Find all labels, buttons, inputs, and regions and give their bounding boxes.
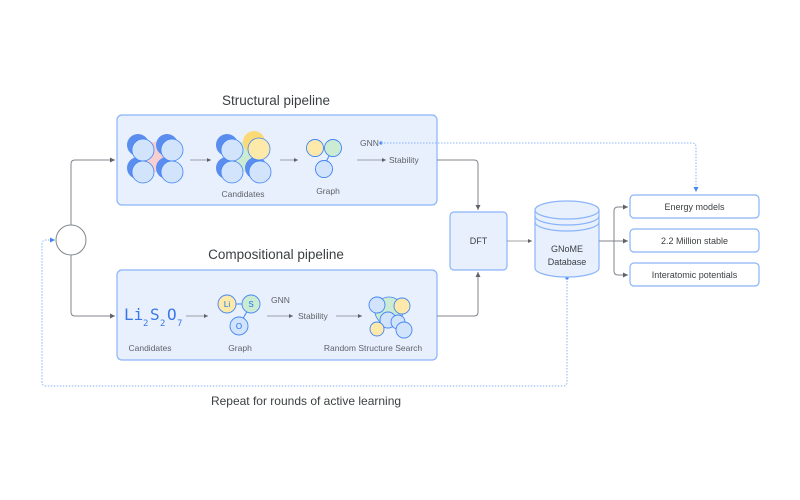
node-li-label: Li [224,300,230,309]
compositional-stability-label: Stability [298,311,329,321]
compositional-gnn-label: GNN [271,295,290,305]
output-interatomic-box [629,262,760,287]
structural-candidates-label: Candidates [221,189,264,199]
compositional-graph-label: Graph [228,343,252,353]
compositional-graph-icon [217,294,261,336]
compositional-candidates-label: Candidates [128,343,171,353]
structural-graph-label: Graph [316,186,340,196]
candidates-crystal-icon [216,131,272,184]
output-interatomic-label: Interatomic potentials [652,270,738,280]
structural-stability-label: Stability [389,155,420,165]
output-energy-models-box [629,194,760,219]
dft-label: DFT [470,236,488,246]
active-learning-loop-line [41,237,568,387]
node-o-label: O [236,322,242,331]
arrow-to-interatomic [613,241,628,278]
output-million-stable-box [629,228,760,253]
arrow-to-structural [70,157,115,225]
structural-gnn-label: GNN [360,138,379,148]
formula-o-subscript: 7 [177,319,182,329]
gnome-database-cylinder [534,200,600,278]
rss-label: Random Structure Search [324,343,423,353]
structural-pipeline-title: Structural pipeline [222,93,330,108]
compositional-pipeline-box [116,269,438,361]
arrow-to-compositional [70,255,115,319]
node-s-label: S [248,300,253,309]
structural-graph-icon [306,139,342,178]
arrow-to-energy-models [613,204,628,241]
formula-li: Li [124,305,143,324]
arrow-structural-to-dft [437,159,481,210]
active-learning-label: Repeat for rounds of active learning [211,394,401,408]
random-structure-icon [368,296,413,339]
output-energy-models-label: Energy models [664,202,725,212]
formula-li-subscript: 2 [143,319,148,329]
database-label-line2: Database [548,257,587,267]
loop-junction-circle [55,224,87,256]
compositional-pipeline-title: Compositional pipeline [208,247,344,262]
arrow-compositional-to-dft [437,272,481,317]
output-million-stable-label: 2.2 Million stable [661,236,728,246]
structure-crystal-icon [127,134,184,184]
formula-o: O [167,305,177,324]
database-label-line1: GNoME [551,244,583,254]
formula-s-subscript: 2 [160,319,165,329]
formula-s: S [150,305,160,324]
